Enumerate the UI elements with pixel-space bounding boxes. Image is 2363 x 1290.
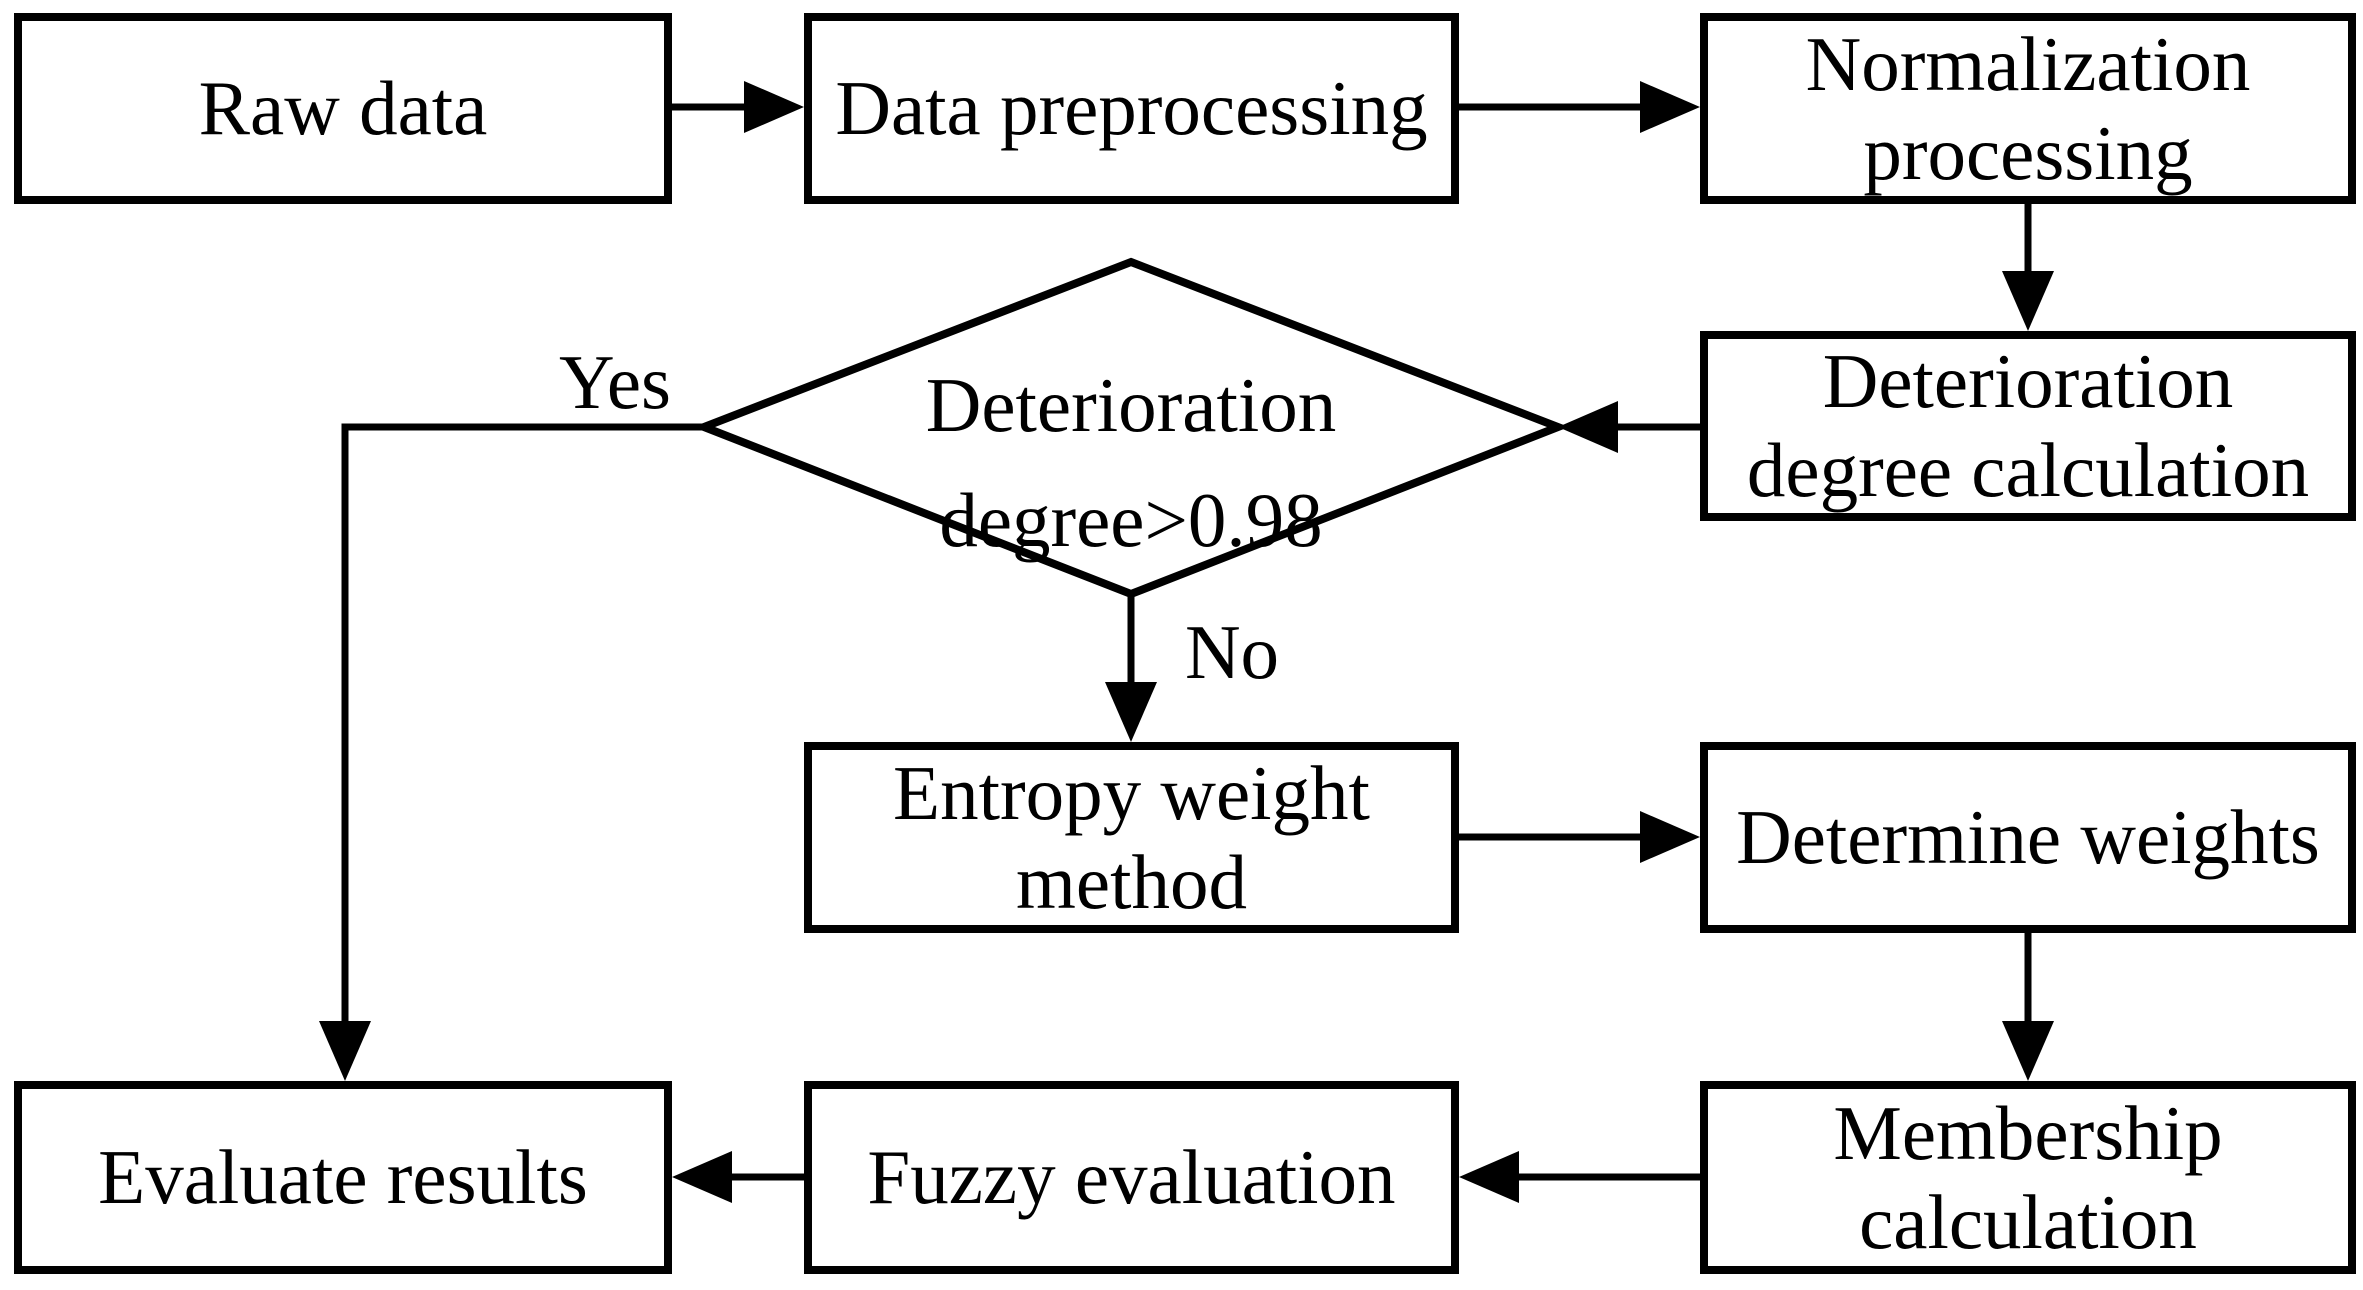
node-raw-data: Raw data (14, 13, 672, 204)
node-normalization-processing: Normalization processing (1700, 13, 2356, 204)
no-branch-label: No (1184, 608, 1280, 695)
arrow-entropy-to-weights (1456, 811, 1700, 863)
node-evaluate-results: Evaluate results (14, 1081, 672, 1274)
node-determine-weights: Determine weights (1700, 742, 2356, 933)
decision-diamond-label: Deterioration degree>0.98 (925, 362, 1337, 563)
node-entropy-weight-method: Entropy weight method (804, 742, 1459, 933)
arrow-deterioration-to-decision (1558, 401, 1700, 453)
yes-branch-label: Yes (558, 338, 672, 425)
node-fuzzy-evaluation: Fuzzy evaluation (804, 1081, 1459, 1274)
node-membership-calculation: Membership calculation (1700, 1081, 2356, 1274)
arrow-decision-no-to-entropy (1105, 594, 1157, 742)
node-data-preprocessing: Data preprocessing (804, 13, 1459, 204)
arrow-preprocessing-to-normalization (1456, 81, 1700, 133)
arrow-fuzzy-to-evaluate (672, 1151, 804, 1203)
node-deterioration-degree-calculation: Deterioration degree calculation (1700, 331, 2356, 521)
arrow-membership-to-fuzzy (1459, 1151, 1700, 1203)
arrow-weights-to-membership (2002, 930, 2054, 1081)
arrow-rawdata-to-preprocessing (668, 81, 804, 133)
arrow-normalization-to-deterioration (2002, 200, 2054, 331)
arrow-decision-yes-to-evaluate (319, 423, 704, 1081)
